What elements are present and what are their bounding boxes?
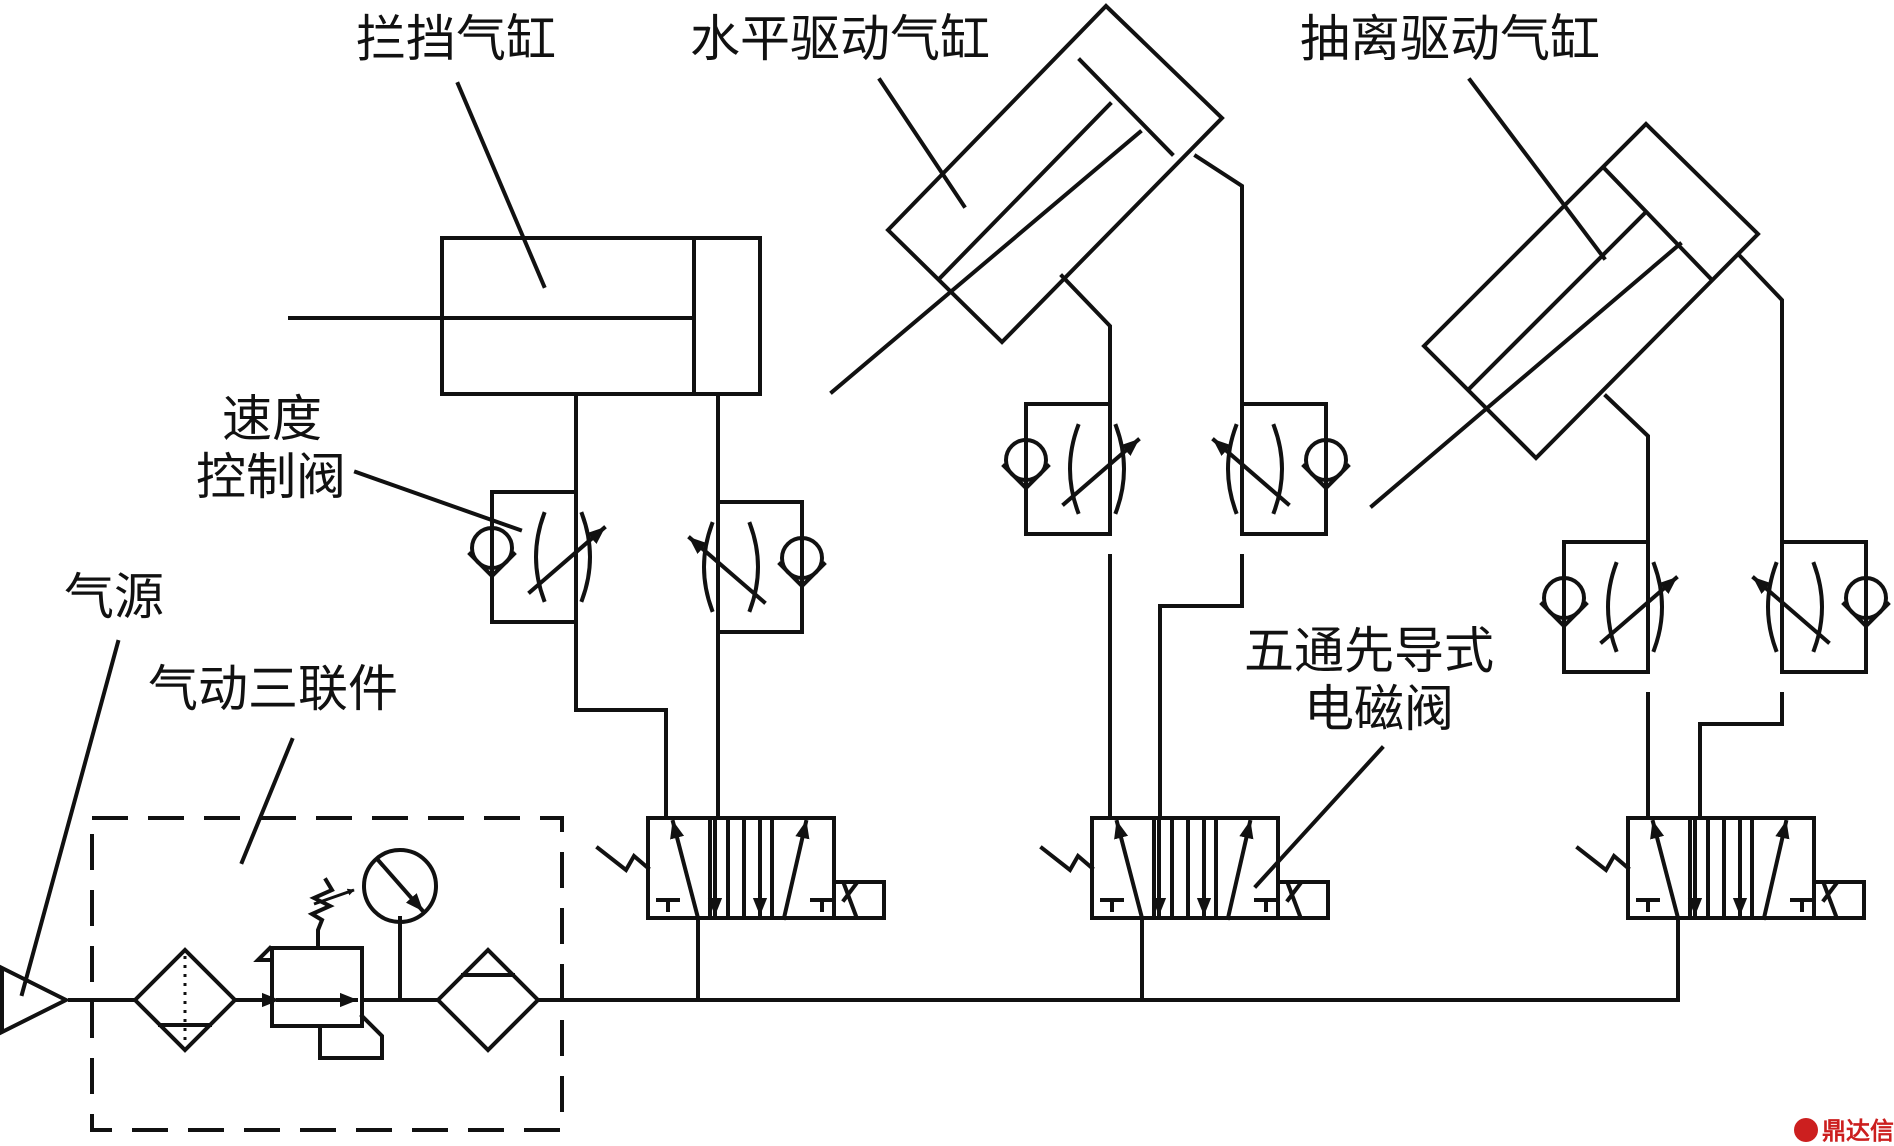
circuit-2-lines	[1108, 554, 1244, 820]
label-horizontal-cylinder: 水平驱动气缸	[690, 10, 990, 68]
svg-text:鼎达信: 鼎达信	[1822, 1117, 1894, 1145]
horizontal-drive-cylinder	[829, 3, 1244, 404]
label-speed-valve-2: 控制阀	[196, 448, 346, 506]
solenoid-valve-2	[1039, 816, 1330, 921]
speed-valve-1a	[470, 492, 604, 622]
leader-lines	[19, 77, 1607, 997]
label-blocking-cylinder: 拦挡气缸	[356, 10, 556, 68]
label-solenoid-1: 五通先导式	[1244, 622, 1494, 680]
filter-icon	[132, 947, 238, 1053]
frl-unit-boundary	[90, 816, 564, 1132]
speed-valve-3b	[1754, 542, 1888, 672]
speed-valve-3a	[1542, 542, 1676, 672]
supply-line	[68, 916, 1680, 1002]
label-air-source: 气源	[64, 568, 164, 626]
air-source-icon	[0, 964, 71, 1036]
circuit-1-lines	[574, 392, 720, 820]
withdraw-drive-cylinder	[1369, 121, 1784, 542]
blocking-cylinder	[288, 236, 762, 396]
pressure-regulator-icon	[253, 848, 438, 1060]
speed-valve-2b	[1214, 404, 1348, 534]
label-withdraw-cylinder: 抽离驱动气缸	[1300, 10, 1600, 68]
watermark-logo: 鼎达信	[1794, 1117, 1894, 1145]
solenoid-valve-3	[1575, 816, 1866, 921]
circuit-3-lines	[1646, 692, 1784, 820]
label-frl-unit: 气动三联件	[148, 660, 398, 718]
label-speed-valve-1: 速度	[222, 390, 322, 448]
speed-valve-2a	[1004, 404, 1138, 534]
label-solenoid-2: 电磁阀	[1304, 680, 1454, 738]
lubricator-icon	[435, 947, 541, 1053]
speed-valve-1b	[690, 502, 824, 632]
solenoid-valve-1	[595, 816, 886, 921]
